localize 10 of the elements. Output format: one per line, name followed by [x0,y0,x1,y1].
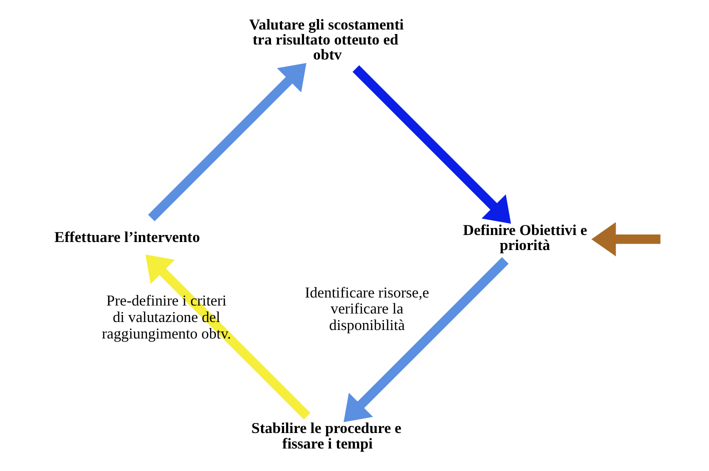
arrow [352,64,510,224]
arrow [590,222,660,256]
node-text: Effettuare l’intervento [54,230,200,246]
edge-label: Identificare risorse,e verificare la disponibilità [304,284,429,334]
node-text: Definire Obiettivi e priorità [462,222,587,254]
node-text: Stabilire le procedure e fissare i tempi [250,420,401,452]
node-text: Valutare gli scostamenti tra risultato otteuto ed obtv [248,16,404,64]
arrow [144,254,310,419]
arrow [148,62,306,221]
arrow [343,256,508,422]
